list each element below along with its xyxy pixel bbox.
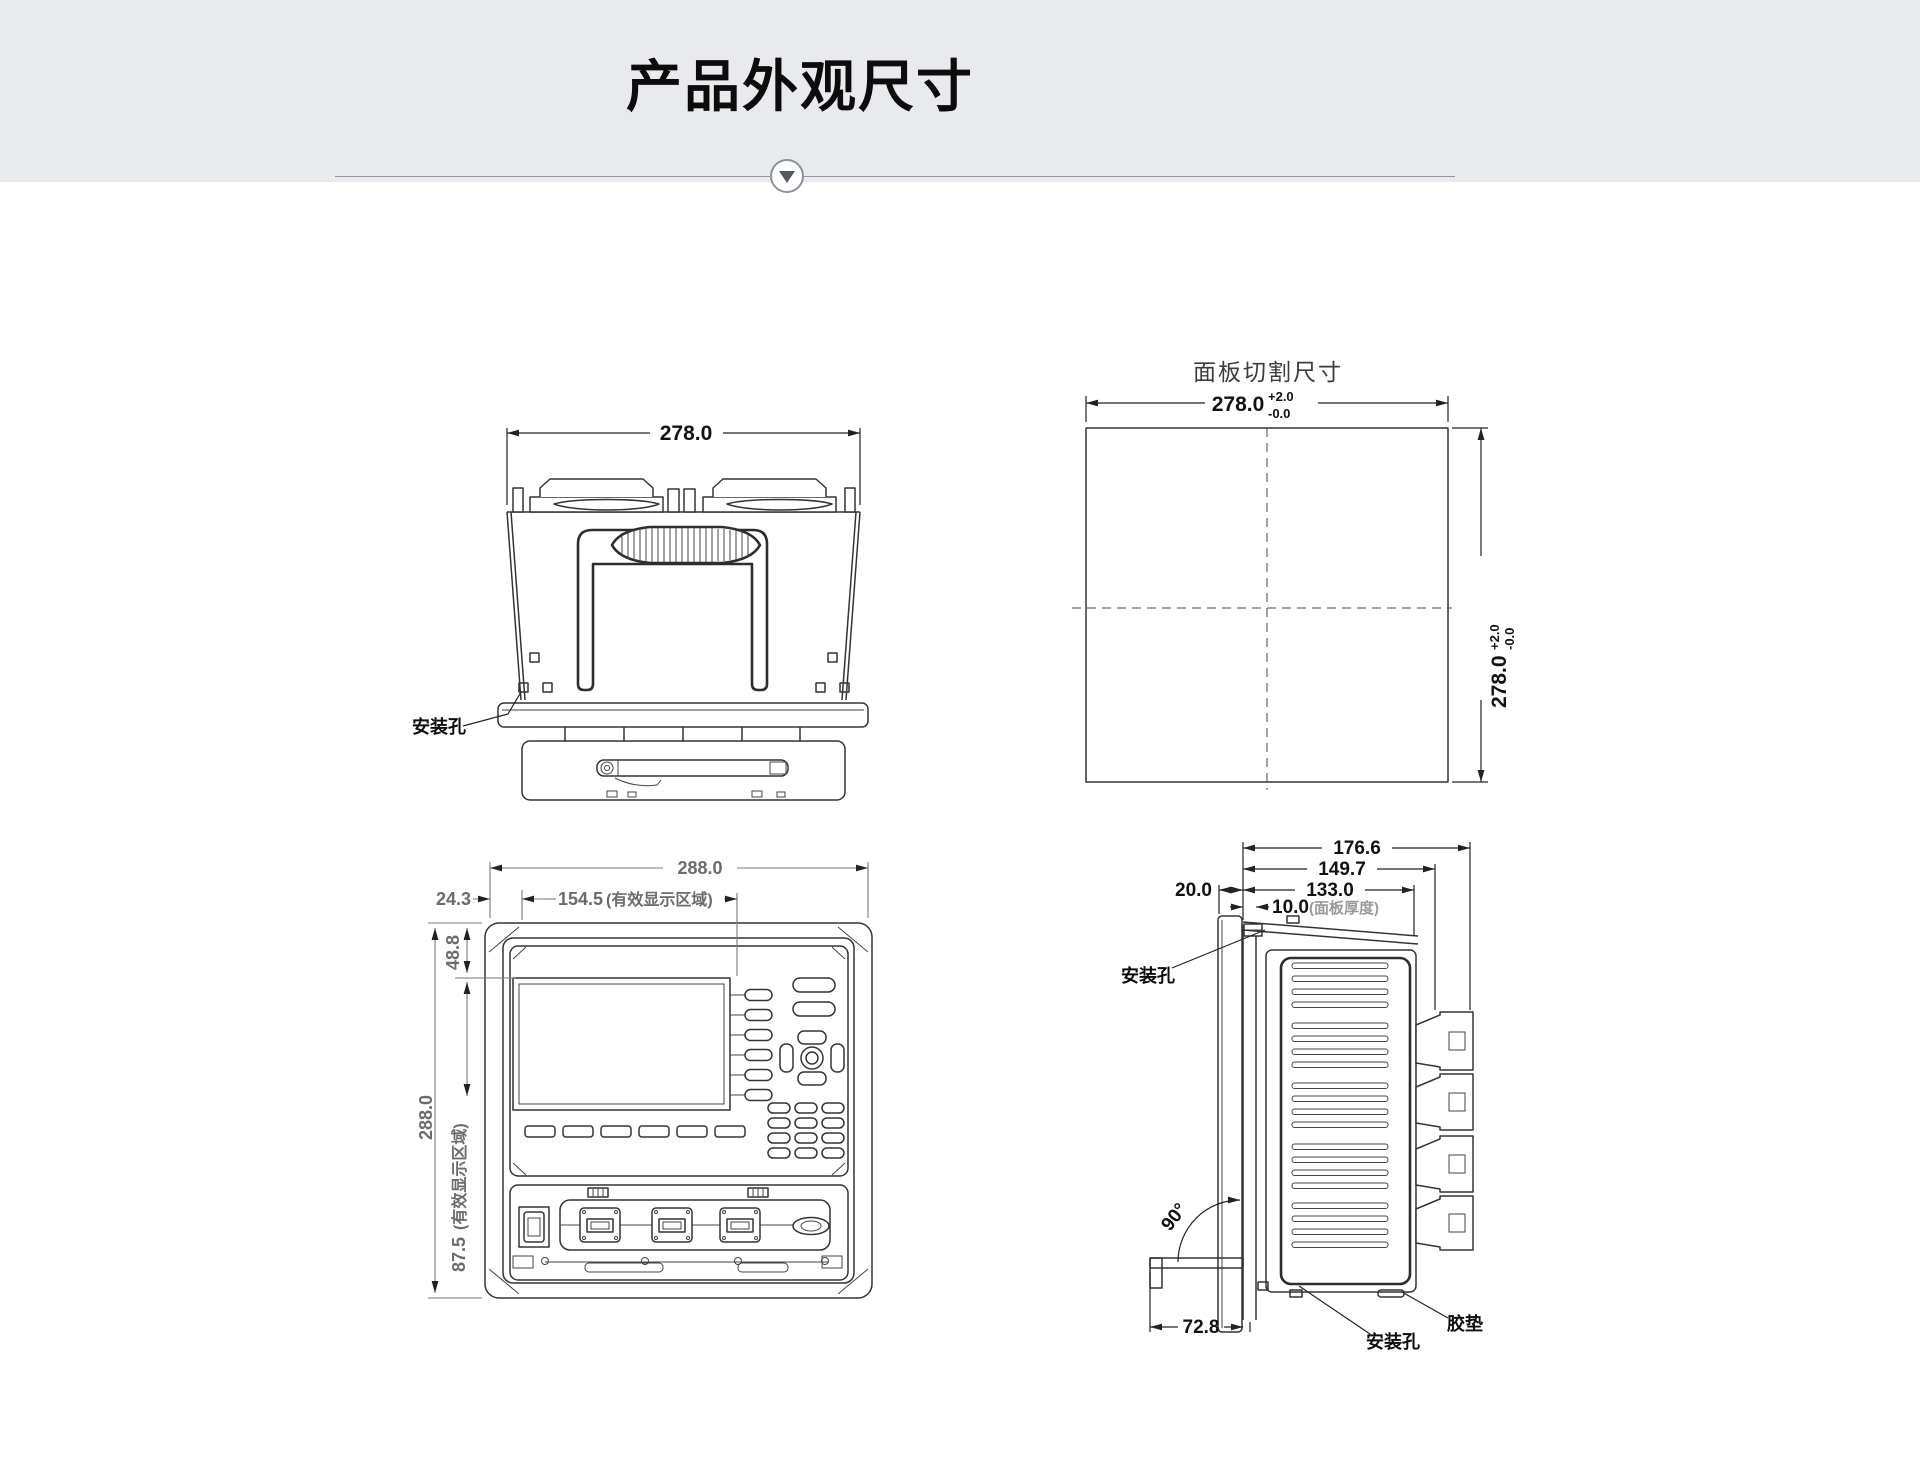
dim-front-display-width: 154.5 xyxy=(558,889,603,909)
front-display-height-dimension: 87.5 (有效显示区域) xyxy=(449,982,471,1272)
door-depth-dimension: 72.8 xyxy=(1149,1272,1251,1338)
cutout-width-dimension: 278.0 +2.0 -0.0 xyxy=(1085,389,1449,422)
dim-front-protrusion: 20.0 xyxy=(1175,880,1212,901)
top-view-width-dimension: 278.0 xyxy=(506,422,861,505)
dim-rear-depth: 149.7 xyxy=(1318,859,1366,880)
front-width-dimension: 288.0 xyxy=(489,858,869,918)
dim-door-depth: 72.8 xyxy=(1183,1317,1220,1338)
dim-cutout-height-tol-plus: +2.0 xyxy=(1487,624,1502,650)
dpad-control xyxy=(779,1030,845,1086)
header-divider xyxy=(335,176,1455,177)
dim-cutout-width: 278.0 xyxy=(1212,393,1265,416)
chevron-down-icon xyxy=(770,159,804,193)
side-depth-dimensions: 176.6 149.7 133.0 20.0 10.0 (面板厚度) xyxy=(1175,838,1471,1010)
display-width-note: (有效显示区域) xyxy=(606,890,713,909)
front-height-dimension: 288.0 xyxy=(416,922,482,1299)
dim-front-left-margin: 24.3 xyxy=(436,889,471,909)
vent-slots xyxy=(1291,962,1389,1248)
usb-port xyxy=(579,1207,621,1243)
page-header: 产品外观尺寸 xyxy=(0,0,1920,193)
side-view-drawing: 90° 176.6 149.7 133.0 20.0 10.0 (面板厚度) xyxy=(1121,838,1483,1352)
dim-front-top-margin: 48.8 xyxy=(443,935,463,970)
page-title: 产品外观尺寸 xyxy=(626,55,974,118)
dim-front-height: 288.0 xyxy=(416,1095,436,1140)
dim-cutout-width-tol-minus: -0.0 xyxy=(1268,406,1290,421)
dim-front-width: 288.0 xyxy=(677,858,722,878)
numeric-keypad xyxy=(767,1102,845,1159)
dim-panel-thickness: 10.0 xyxy=(1272,897,1309,918)
panel-cutout-title: 面板切割尺寸 xyxy=(1193,359,1343,385)
dim-cutout-height-tol-minus: -0.0 xyxy=(1502,628,1517,650)
mounting-hole-label-side: 安装孔 xyxy=(1121,965,1175,986)
usb-port xyxy=(719,1207,761,1243)
dim-case-depth: 133.0 xyxy=(1306,880,1354,901)
panel-thickness-note: (面板厚度) xyxy=(1309,899,1379,917)
usb-port xyxy=(651,1207,693,1243)
terminal-blocks xyxy=(1415,1011,1474,1251)
dim-cutout-height: 278.0 xyxy=(1488,655,1511,708)
round-connector xyxy=(792,1216,830,1236)
dim-front-display-height: 87.5 xyxy=(449,1237,469,1272)
dim-top-width: 278.0 xyxy=(660,422,713,445)
display-height-note: (有效显示区域) xyxy=(450,1123,469,1230)
cutout-height-dimension: 278.0 +2.0 -0.0 xyxy=(1452,427,1517,783)
mounting-hole-label-bottom: 安装孔 xyxy=(1366,1331,1420,1352)
dim-total-depth: 176.6 xyxy=(1333,838,1381,859)
front-view-drawing: 288.0 24.3 154.5 (有效显示区域) 48.8 xyxy=(416,858,873,1299)
rubber-pad-label: 胶垫 xyxy=(1447,1313,1483,1334)
dim-cutout-width-tol-plus: +2.0 xyxy=(1268,389,1294,404)
panel-cutout-drawing: 面板切割尺寸 278.0 +2.0 -0.0 278.0 +2.0 xyxy=(1072,359,1517,790)
front-display-width-dimension: 24.3 154.5 (有效显示区域) xyxy=(436,889,738,976)
mounting-hole-label: 安装孔 xyxy=(412,716,466,737)
top-view-drawing: 278.0 安装孔 xyxy=(412,422,869,801)
